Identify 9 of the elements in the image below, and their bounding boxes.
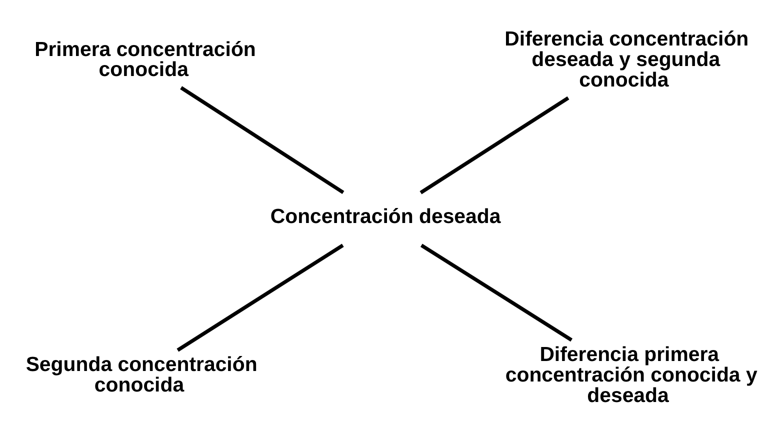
connector [176, 244, 344, 352]
connector [180, 86, 344, 194]
node-text: Segunda concentración conocida [26, 354, 258, 397]
node-text: Concentración deseada [270, 206, 501, 228]
node-text: Diferencia primera concentración conocida y deseada [505, 344, 758, 407]
node-text: Primera concentración conocida [34, 38, 256, 82]
connector [420, 244, 572, 342]
connector [420, 96, 570, 194]
node-text: Diferencia concentración deseada y segunda conocida [504, 28, 749, 92]
